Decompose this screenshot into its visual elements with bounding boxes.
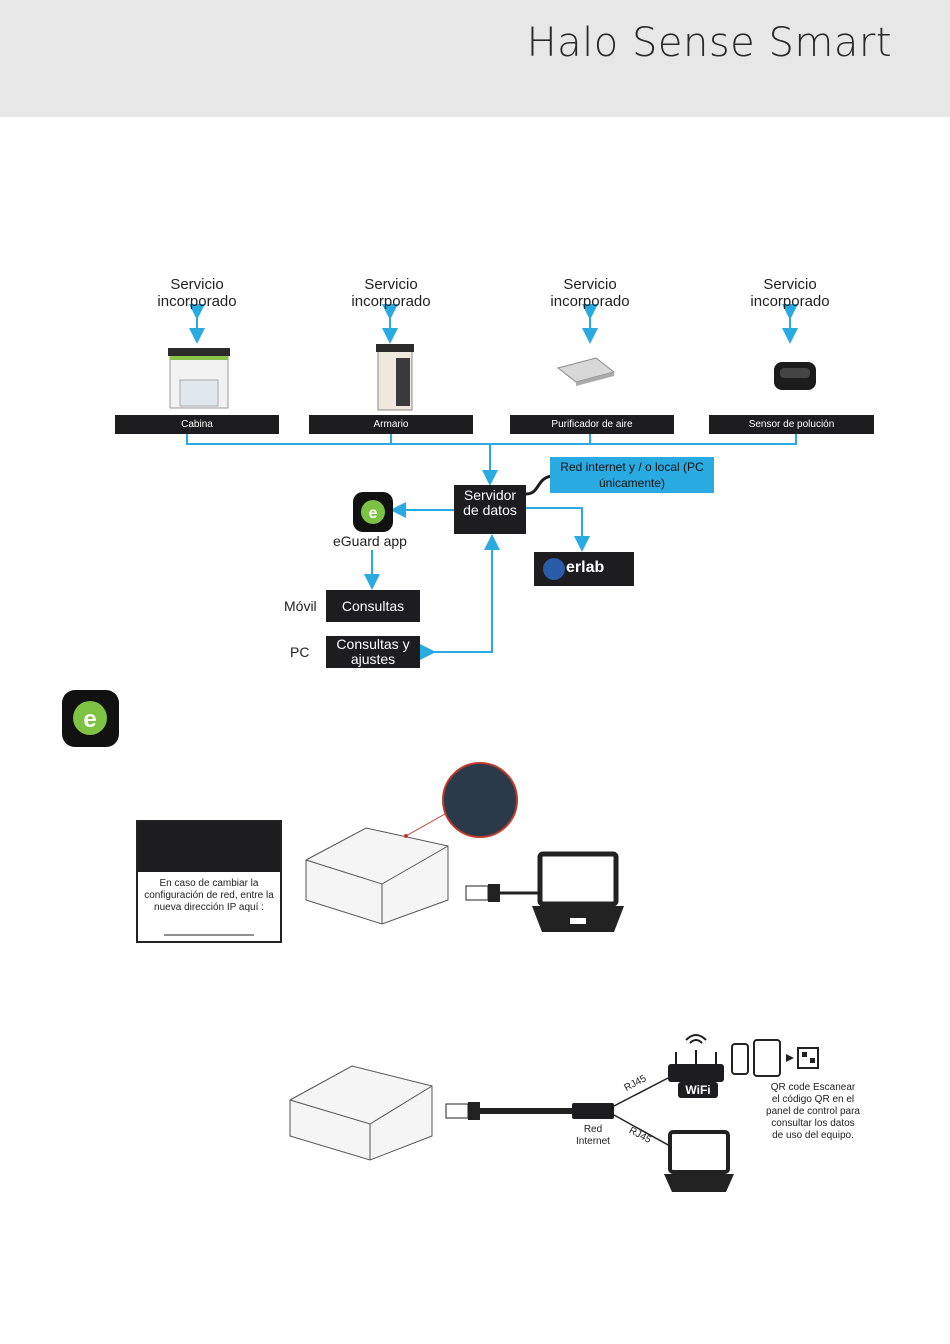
- service-label-armario: Servicio incorporado: [351, 276, 431, 310]
- network-adapter-icon: [572, 1103, 614, 1119]
- svg-text:e: e: [83, 706, 96, 733]
- device-label-sensor: Sensor de polución: [709, 415, 874, 434]
- service-label-cabina: Servicio incorporado: [157, 276, 237, 310]
- device-label-armario: Armario: [309, 415, 473, 434]
- pc-consultas-box: Consultas y ajustes: [326, 636, 420, 668]
- note-card-text: En caso de cambiar la configuración de r…: [144, 878, 274, 913]
- service-label-purificador: Servicio incorporado: [550, 276, 630, 310]
- server-box: Servidor de datos: [454, 485, 526, 534]
- port-closeup-image: [442, 762, 518, 838]
- qr-code-icon: [797, 1047, 819, 1069]
- internet-box: Red internet y / o local (PC únicamente): [550, 457, 714, 493]
- svg-text:e: e: [369, 505, 378, 522]
- wifi-label: WiFi: [685, 1083, 711, 1097]
- app-label: eGuard app: [333, 533, 407, 549]
- pollution-sensor-image: [774, 362, 816, 390]
- cabinet-image: [168, 348, 230, 409]
- cabinet-storage-image: [376, 344, 414, 411]
- laptop-icon-bottom: [664, 1130, 734, 1192]
- service-label-sensor: Servicio incorporado: [750, 276, 830, 310]
- usb-plug-icon: [465, 885, 489, 901]
- halo-device-image-bottom: [289, 1065, 433, 1161]
- page-header: Halo Sense Smart: [0, 0, 950, 117]
- router-icon: [668, 1034, 724, 1098]
- halo-device-image: [305, 827, 449, 925]
- erlab-text: erlab: [566, 559, 605, 576]
- eguard-app-icon: e: [353, 492, 393, 532]
- device-label-cabina: Cabina: [115, 415, 279, 434]
- air-purifier-image: [556, 357, 616, 386]
- pc-label: PC: [290, 644, 310, 660]
- mobile-consultas-box: Consultas: [326, 590, 420, 622]
- eguard-large-icon: e: [62, 690, 119, 747]
- device-label-purificador: Purificador de aire: [510, 415, 674, 434]
- tablet-icon: [753, 1039, 781, 1077]
- qr-code-text: QR code Escanear el código QR en el pane…: [766, 1082, 860, 1141]
- mobile-label: Móvil: [284, 598, 317, 614]
- laptop-icon: [532, 851, 624, 932]
- page-title: Halo Sense Smart: [526, 20, 892, 66]
- red-internet-label: Red Internet: [576, 1124, 610, 1147]
- phone-icon: [731, 1043, 749, 1075]
